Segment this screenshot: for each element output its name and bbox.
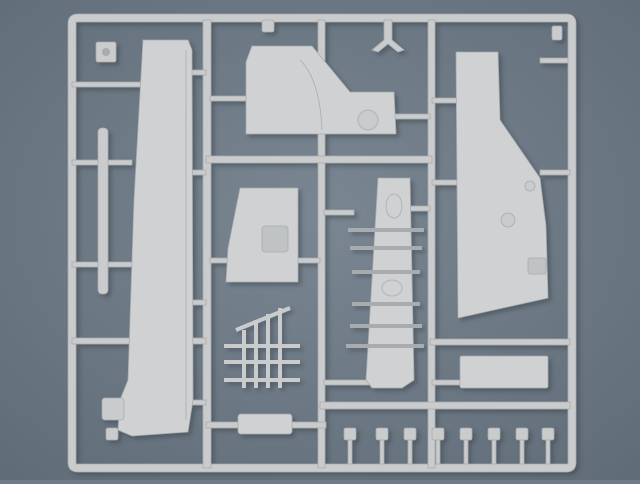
runner-horizontal-top (205, 155, 433, 164)
sprue-nubs (105, 19, 563, 441)
part-right-panel (455, 51, 549, 319)
part-upper-panel (245, 45, 397, 135)
part-tall-panel (117, 39, 194, 437)
runner-horizontal-mid (429, 338, 571, 346)
gate-stub (209, 95, 251, 102)
gate-stub (539, 169, 571, 176)
part-detail (101, 397, 125, 421)
part-plate (459, 355, 549, 389)
gate-stub (71, 81, 143, 88)
runner-horizontal-low (319, 401, 571, 410)
gate-stub (409, 205, 431, 212)
gate-stub (323, 379, 371, 386)
runner-vertical-2 (317, 19, 326, 469)
gate-stub (539, 57, 569, 64)
runner-vertical-3 (427, 19, 436, 469)
sprue-frame (67, 13, 577, 473)
part-hook (371, 19, 405, 53)
part-frame-grid (224, 306, 300, 388)
gate-stub (323, 209, 355, 216)
runner-vertical-1 (202, 19, 212, 469)
gate-stub (431, 97, 459, 104)
gate-stub (431, 179, 459, 186)
gate-stub (431, 379, 463, 386)
part-rod (97, 127, 109, 295)
part-small-block (237, 413, 293, 435)
part-row-small (343, 427, 555, 465)
gate-stub (393, 113, 431, 120)
